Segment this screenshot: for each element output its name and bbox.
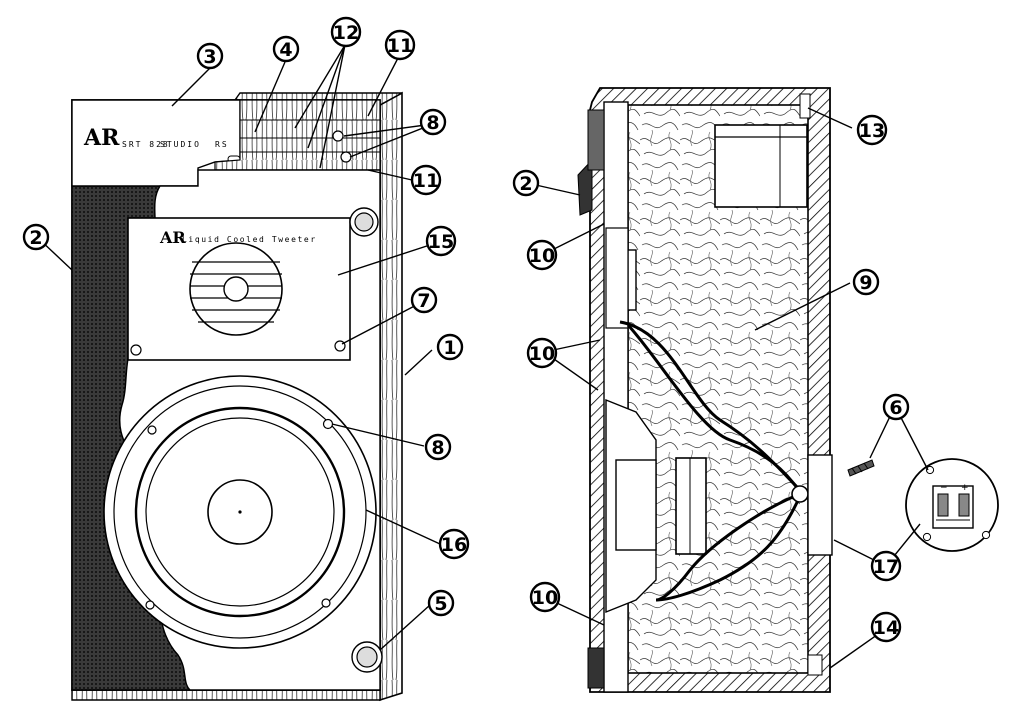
svg-text:11: 11: [413, 170, 439, 192]
plate-screw-tr: [925, 465, 935, 475]
callout-6: 6: [882, 393, 910, 421]
tweeter-caption: Liquid Cooled Tweeter: [182, 235, 317, 244]
rear-bottom-block: [807, 654, 823, 676]
woofer-screw-br: [321, 598, 331, 608]
callout-8-mid: 8: [424, 433, 452, 461]
svg-text:4: 4: [279, 39, 292, 61]
svg-text:10: 10: [529, 245, 555, 267]
loose-screw: [847, 459, 875, 477]
callout-15: 15: [425, 225, 457, 257]
callout-1: 1: [436, 333, 464, 361]
plate-screw-bl: [922, 532, 932, 542]
plate-screw-br: [981, 530, 991, 540]
rear-terminal-mount: [807, 454, 833, 556]
callout-4: 4: [272, 35, 300, 63]
svg-text:11: 11: [387, 35, 413, 57]
callout-17: 17: [870, 550, 902, 582]
grille-foam-bottom: [587, 647, 605, 689]
callout-10-c: 10: [529, 581, 561, 613]
callout-9: 9: [852, 268, 880, 296]
tweeter-profile: [605, 227, 637, 329]
badge-logo: AR: [83, 125, 120, 151]
callout-12: 12: [330, 16, 362, 48]
woofer: [103, 375, 377, 649]
rear-top-block: [799, 93, 811, 119]
woofer-screw-tr: [322, 418, 334, 430]
port-tube: [714, 124, 808, 208]
badge-series: STUDIO: [160, 140, 201, 149]
callout-10-a: 10: [526, 239, 558, 271]
callout-11-top: 11: [384, 29, 416, 61]
svg-text:8: 8: [426, 112, 439, 134]
callout-5: 5: [427, 589, 455, 617]
woofer-screw-bl: [145, 600, 155, 610]
cabinet-side-panel: [379, 91, 403, 702]
callout-3: 3: [196, 42, 224, 70]
svg-text:1: 1: [443, 337, 456, 359]
grille-foam-top: [587, 109, 605, 171]
callout-10-b: 10: [526, 337, 558, 369]
woofer-profile: [605, 398, 707, 614]
svg-text:10: 10: [529, 343, 555, 365]
woofer-screw-tl: [147, 425, 157, 435]
callout-8-top: 8: [419, 108, 447, 136]
svg-text:2: 2: [29, 227, 42, 249]
upper-grommet: [349, 207, 379, 237]
lower-grommet: [351, 641, 383, 673]
grille-edge: [577, 158, 593, 216]
terminal-plus-label: +: [961, 483, 969, 493]
terminal-plate-detail: − +: [905, 458, 999, 552]
svg-text:10: 10: [532, 587, 558, 609]
strip-screw-bottom: [340, 151, 352, 163]
terminal-minus-label: −: [940, 483, 948, 493]
tweeter-dome: [189, 242, 283, 336]
terminal-minus-post: [937, 493, 949, 517]
tweeter-logo: AR: [159, 228, 186, 247]
svg-text:12: 12: [333, 22, 359, 44]
svg-text:9: 9: [859, 272, 872, 294]
svg-text:3: 3: [203, 46, 216, 68]
svg-text:8: 8: [431, 437, 444, 459]
callout-11-bottom: 11: [410, 164, 442, 196]
strip-screw-top: [332, 130, 344, 142]
svg-text:15: 15: [428, 231, 454, 253]
badge-code: RS: [215, 140, 229, 149]
svg-text:16: 16: [441, 534, 467, 556]
callout-7: 7: [410, 286, 438, 314]
cutaway-view: [577, 87, 833, 693]
svg-text:17: 17: [873, 556, 899, 578]
badge-model: SRT 828: [122, 140, 170, 149]
svg-text:5: 5: [434, 593, 447, 615]
svg-text:13: 13: [859, 120, 885, 142]
svg-text:6: 6: [889, 397, 902, 419]
callout-layer: 3 4 12 11 8 11 2 15 7 1 8 16 5 2 10 10 1…: [22, 16, 910, 643]
svg-text:2: 2: [519, 173, 532, 195]
cabinet-bottom-edge: [71, 689, 381, 701]
terminal-plus-post: [958, 493, 970, 517]
callout-2-front: 2: [22, 223, 50, 251]
svg-text:7: 7: [417, 290, 430, 312]
front-view: AR SRT 828 STUDIO RS AR Liquid Cooled Tw…: [71, 91, 403, 702]
callout-13: 13: [856, 114, 888, 146]
crossover-wires: [619, 320, 809, 602]
callout-14: 14: [870, 611, 902, 643]
callout-2-side: 2: [512, 169, 540, 197]
callout-16: 16: [438, 528, 470, 560]
tweeter-screw-tl: [130, 344, 142, 356]
svg-text:14: 14: [873, 617, 899, 639]
